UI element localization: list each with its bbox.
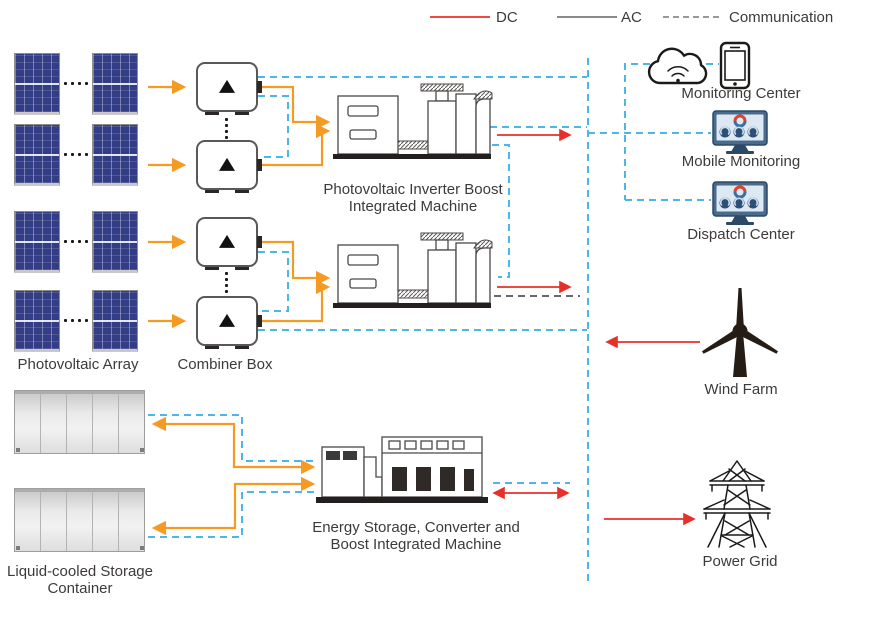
solar-panel	[14, 124, 60, 186]
storage-container	[14, 488, 145, 552]
smartphone-icon	[719, 41, 751, 90]
energy-storage-label-line2: Boost Integrated Machine	[330, 536, 502, 553]
combiner-box-label: Combiner Box	[177, 356, 273, 373]
cloud-wifi-icon	[647, 47, 708, 85]
solar-panel	[92, 290, 138, 352]
storage-container-label-line1: Liquid-cooled Storage	[7, 563, 153, 580]
storage-container	[14, 390, 145, 454]
pv-inverter-label-line2: Integrated Machine	[348, 198, 478, 215]
ellipsis-dots	[64, 82, 88, 85]
solar-panel	[92, 211, 138, 273]
mobile-monitoring-monitor-icon	[711, 109, 769, 156]
power-grid-label: Power Grid	[702, 553, 778, 570]
pv-inverter-label-line1: Photovoltaic Inverter Boost	[323, 181, 503, 198]
solar-panel	[92, 124, 138, 186]
wind-turbine-icon	[702, 288, 778, 377]
combiner-box	[196, 140, 262, 193]
wind-farm-label: Wind Farm	[704, 381, 778, 398]
dispatch-center-label: Dispatch Center	[687, 226, 795, 243]
combiner-box	[196, 217, 262, 270]
ellipsis-dots	[225, 118, 228, 139]
power-lines	[492, 128, 700, 526]
triangle-icon	[219, 234, 235, 248]
dispatch-center-monitor-icon	[711, 180, 769, 227]
combiner-box	[196, 296, 262, 349]
monitoring-center-label: Monitoring Center	[681, 85, 801, 102]
legend-dc-label: DC	[496, 9, 518, 26]
solar-panel	[14, 211, 60, 273]
solar-panel	[92, 53, 138, 115]
mobile-monitoring-label: Mobile Monitoring	[681, 153, 801, 170]
combiner-box	[196, 62, 262, 115]
pv-array-label: Photovoltaic Array	[17, 356, 139, 373]
communication-lines	[148, 58, 719, 582]
ellipsis-dots	[64, 153, 88, 156]
dc-feed-lines	[148, 79, 331, 536]
storage-container-label-line2: Container	[47, 580, 113, 597]
solar-panel	[14, 53, 60, 115]
pv-inverter-machine-2	[332, 232, 493, 309]
solar-panel	[14, 290, 60, 352]
energy-storage-label: Energy Storage, Converter and Boost Inte…	[312, 519, 520, 553]
legend-communication-label: Communication	[729, 9, 834, 26]
energy-storage-machine	[315, 436, 489, 504]
ellipsis-dots	[225, 272, 228, 293]
pv-inverter-machine-1	[332, 83, 493, 160]
triangle-icon	[219, 313, 235, 327]
triangle-icon	[219, 79, 235, 93]
pv-inverter-label: Photovoltaic Inverter Boost Integrated M…	[323, 181, 502, 215]
triangle-icon	[219, 157, 235, 171]
transmission-tower-icon	[703, 460, 771, 548]
ellipsis-dots	[64, 240, 88, 243]
energy-storage-label-line1: Energy Storage, Converter and	[312, 519, 520, 536]
storage-container-label: Liquid-cooled Storage Container	[7, 563, 153, 597]
ellipsis-dots	[64, 319, 88, 322]
legend-ac-label: AC	[621, 9, 642, 26]
